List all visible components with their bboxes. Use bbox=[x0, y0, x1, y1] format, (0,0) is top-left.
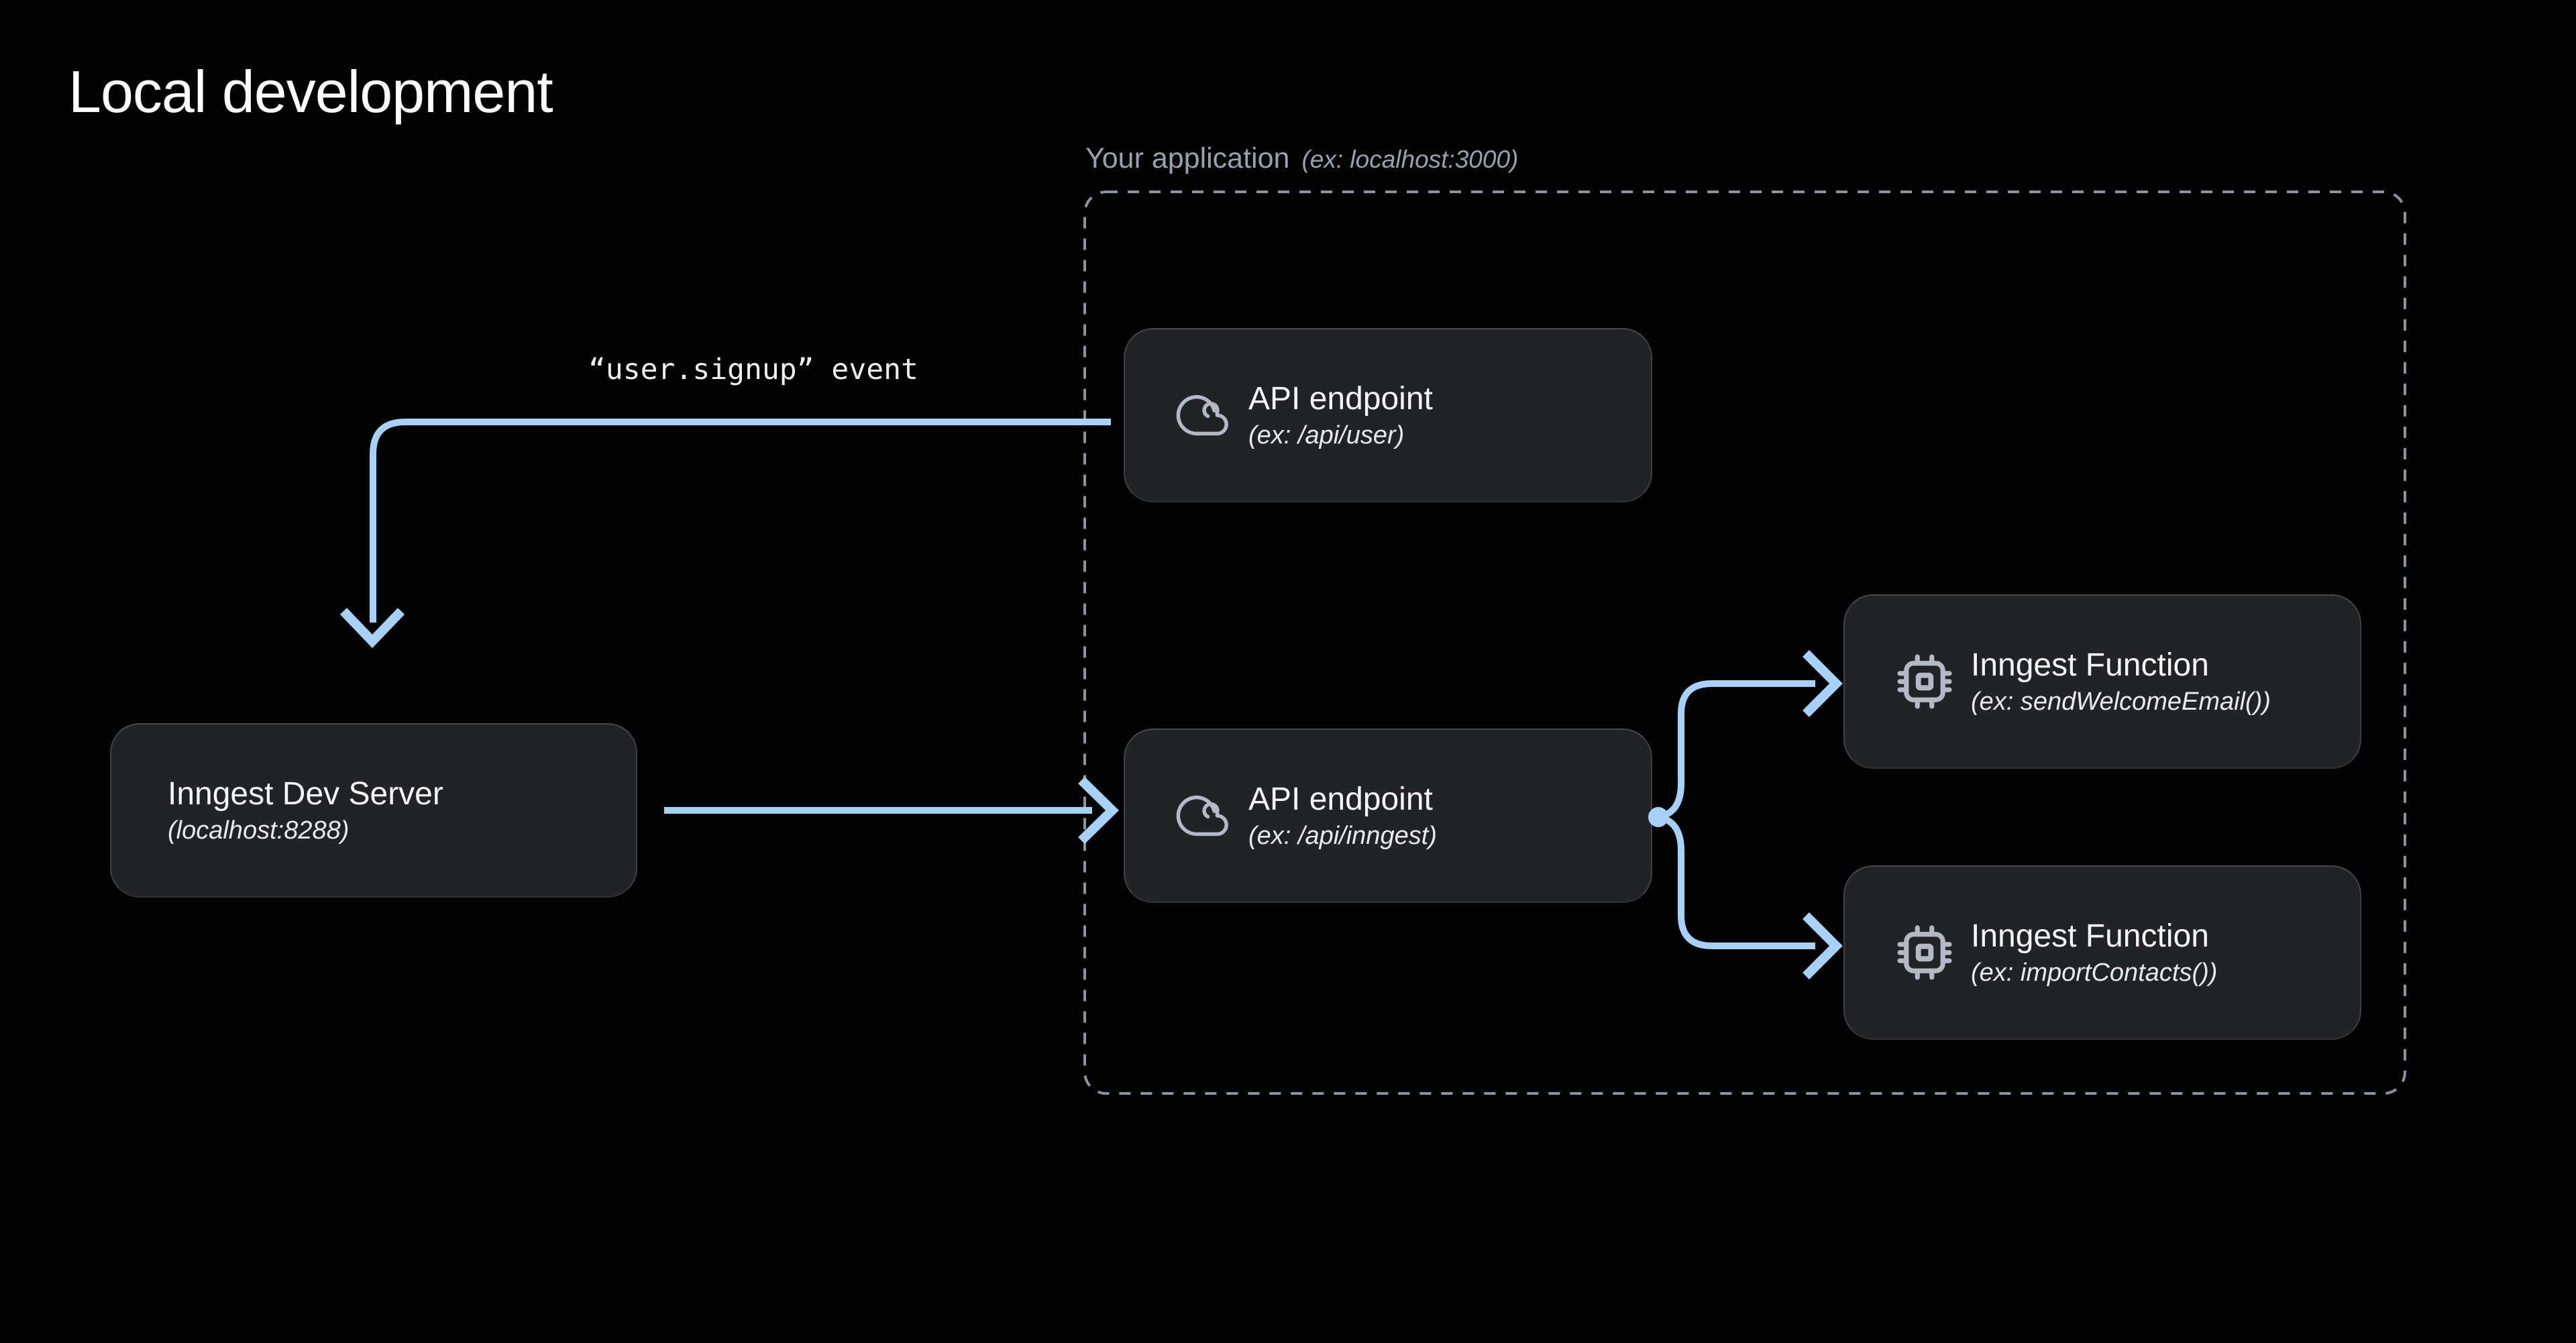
page-title: Local development bbox=[68, 58, 553, 125]
cloud-icon bbox=[1176, 788, 1231, 843]
node-inngest-function-import-contacts: Inngest Function (ex: importContacts()) bbox=[1843, 865, 2361, 1040]
chip-icon bbox=[1896, 924, 1953, 981]
event-arrow-head-down-icon bbox=[339, 608, 405, 649]
cloud-icon bbox=[1176, 388, 1231, 443]
node-subtitle: (ex: /api/user) bbox=[1248, 421, 1405, 449]
application-group-name: Your application bbox=[1085, 142, 1290, 174]
branch-down-arrow-head-icon bbox=[1803, 912, 1843, 979]
node-subtitle: (localhost:8288) bbox=[168, 816, 350, 845]
node-title: Inngest Function bbox=[1971, 918, 2209, 954]
event-arrow-line bbox=[370, 419, 1111, 623]
node-subtitle: (ex: sendWelcomeEmail()) bbox=[1971, 687, 2271, 716]
node-subtitle: (ex: importContacts()) bbox=[1971, 958, 2218, 987]
event-arrow-label: “user.signup” event bbox=[588, 353, 918, 386]
branch-up-line bbox=[1657, 680, 1815, 820]
application-group-note: (ex: localhost:3000) bbox=[1301, 146, 1519, 173]
node-title: API endpoint bbox=[1248, 781, 1433, 817]
dev-server-arrow-head-right-icon bbox=[1078, 776, 1120, 845]
branch-up-arrow-head-icon bbox=[1803, 650, 1843, 717]
node-subtitle: (ex: /api/inngest) bbox=[1248, 821, 1437, 850]
chip-icon bbox=[1896, 653, 1953, 710]
node-title: Inngest Function bbox=[1971, 647, 2209, 683]
node-title: Inngest Dev Server bbox=[168, 775, 443, 812]
node-inngest-dev-server: Inngest Dev Server (localhost:8288) bbox=[110, 723, 637, 898]
node-inngest-function-send-welcome-email: Inngest Function (ex: sendWelcomeEmail()… bbox=[1843, 594, 2361, 769]
node-api-endpoint-user: API endpoint (ex: /api/user) bbox=[1124, 328, 1652, 502]
branch-down-line bbox=[1657, 814, 1815, 949]
node-api-endpoint-inngest: API endpoint (ex: /api/inngest) bbox=[1124, 729, 1652, 903]
application-group-label: Your application (ex: localhost:3000) bbox=[1085, 142, 1518, 175]
node-title: API endpoint bbox=[1248, 380, 1433, 417]
